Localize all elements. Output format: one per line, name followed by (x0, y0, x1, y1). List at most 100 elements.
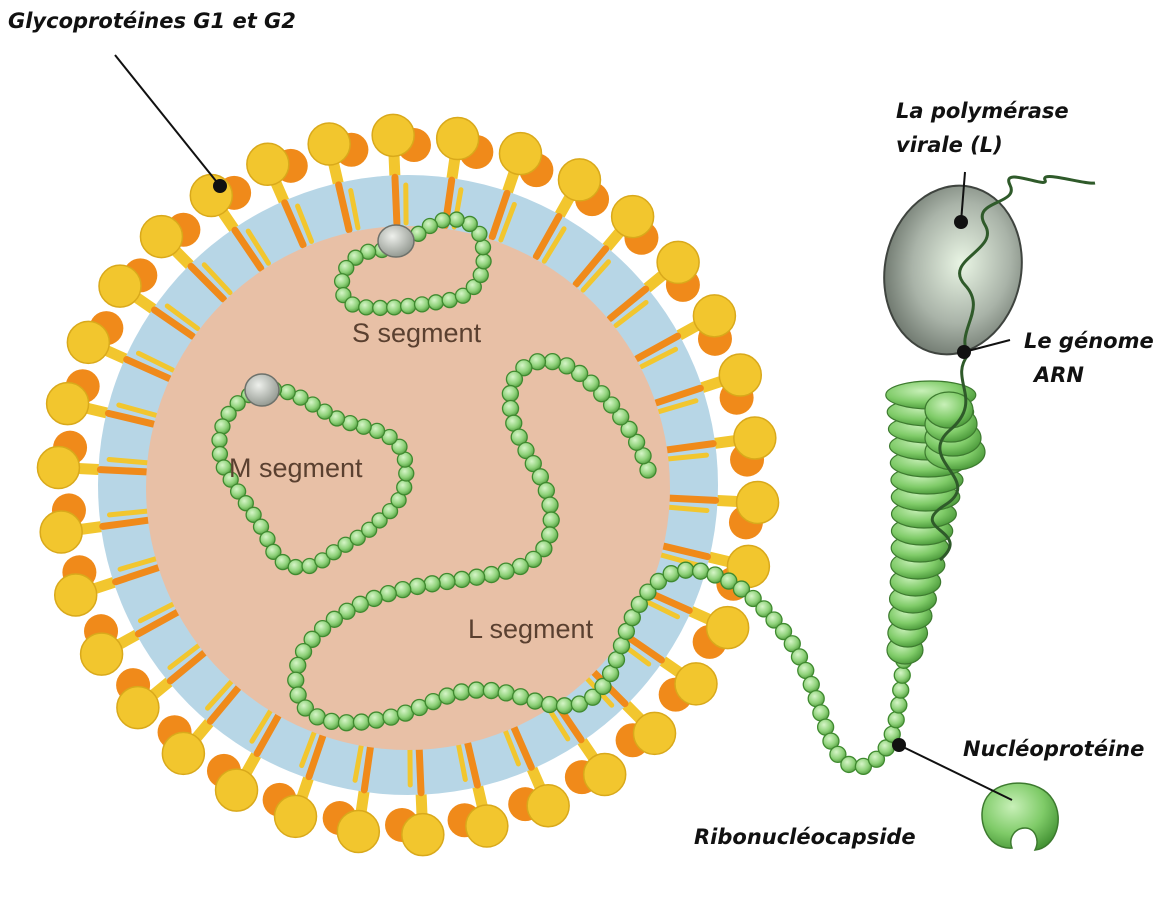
genome-bead (424, 576, 440, 592)
genome-bead (359, 300, 374, 315)
nucleoprotein-stack (886, 381, 985, 664)
genome-bead (557, 698, 573, 714)
genome-bead (454, 571, 470, 587)
spike-head (499, 133, 541, 175)
genome-bead (476, 254, 491, 269)
polymerase-label-line1: La polymérase (896, 98, 1069, 124)
spike-base-inner (109, 460, 147, 463)
free-nucleoprotein (982, 783, 1058, 850)
genome-bead (527, 693, 543, 709)
spike-head (558, 159, 600, 201)
genome-bead (454, 684, 470, 700)
genome-bead (397, 480, 412, 495)
genome-bead (888, 712, 904, 728)
glycoprotein-pointer-dot (213, 179, 227, 193)
spike-head (190, 175, 232, 217)
genome-label-line1: Le génome (1024, 328, 1154, 354)
genome-bead (502, 386, 518, 402)
genome-bead (512, 558, 528, 574)
m-segment-polymerase (245, 374, 279, 406)
spike-head (634, 712, 676, 754)
genome-bead (373, 300, 388, 315)
genome-bead (544, 354, 560, 370)
genome-bead (395, 582, 411, 598)
genome-bead (212, 433, 227, 448)
genome-bead (559, 358, 575, 374)
genome-bead (439, 688, 455, 704)
spike-head (216, 769, 258, 811)
genome-bead (353, 714, 369, 730)
spike-head (527, 785, 569, 827)
genome-bead (469, 569, 485, 585)
nucleoprotein-pointer-dot (892, 738, 906, 752)
genome-bead (383, 709, 399, 725)
polymerase-pointer-dot (954, 215, 968, 229)
genome-bead (475, 240, 490, 255)
spike-base-inner (669, 507, 707, 510)
genome-bead (894, 667, 910, 683)
spike-head (67, 321, 109, 363)
spike-head (37, 447, 79, 489)
spike-head (247, 143, 289, 185)
spike-head (657, 241, 699, 283)
genome-bead (808, 691, 824, 707)
genome-bead (212, 447, 227, 462)
genome-bead (345, 297, 360, 312)
genome-bead (415, 297, 430, 312)
genome-bead (506, 371, 522, 387)
spike-head (47, 383, 89, 425)
spike-head (612, 196, 654, 238)
genome-bead (370, 423, 385, 438)
spike-head (81, 633, 123, 675)
s-segment-polymerase (378, 225, 414, 257)
genome-bead (498, 563, 514, 579)
spike-head (734, 417, 776, 459)
glycoprotein-leader-line (115, 55, 220, 186)
genome-bead (498, 685, 514, 701)
spike-head (737, 481, 779, 523)
genome-bead (542, 497, 558, 513)
genome-bead (538, 483, 554, 499)
genome-bead (288, 560, 303, 575)
nucleoprotein-label: Nucléoprotéine (963, 736, 1144, 762)
genome-bead (338, 715, 354, 731)
spike-head (99, 265, 141, 307)
spike-head (372, 114, 414, 156)
spike-head (675, 663, 717, 705)
spike-head (402, 814, 444, 856)
genome-bead (543, 512, 559, 528)
l-segment-label: L segment (468, 614, 594, 644)
spike-head (308, 123, 350, 165)
spike-head (437, 118, 479, 160)
spike-head (719, 354, 761, 396)
genome-bead (356, 419, 371, 434)
s-segment-label: S segment (352, 318, 482, 348)
polymerase-label-line2: virale (L) (896, 132, 1003, 158)
spike-head (40, 511, 82, 553)
genome-bead (387, 300, 402, 315)
genome-bead (542, 697, 558, 713)
genome-bead (335, 274, 350, 289)
genome-bead (280, 385, 295, 400)
spike-base (100, 470, 146, 472)
spike-head (275, 795, 317, 837)
spike-head (584, 753, 626, 795)
genome-bead (483, 567, 499, 583)
genome-bead (813, 705, 829, 721)
ribonucleocapsid-label: Ribonucléocapside (694, 824, 916, 850)
genome-bead (409, 578, 425, 594)
genome-bead (693, 563, 709, 579)
spike-head (162, 732, 204, 774)
spike-head (693, 295, 735, 337)
genome-bead (841, 756, 857, 772)
genome-bead (215, 419, 230, 434)
genome-bead (290, 657, 306, 673)
genome-bead (399, 466, 414, 481)
spike-head (55, 574, 97, 616)
genome-bead (309, 709, 325, 725)
viral-polymerase (869, 173, 1037, 368)
spike-head (117, 687, 159, 729)
genome-label-line2: ARN (1034, 362, 1084, 388)
spike-head (140, 216, 182, 258)
